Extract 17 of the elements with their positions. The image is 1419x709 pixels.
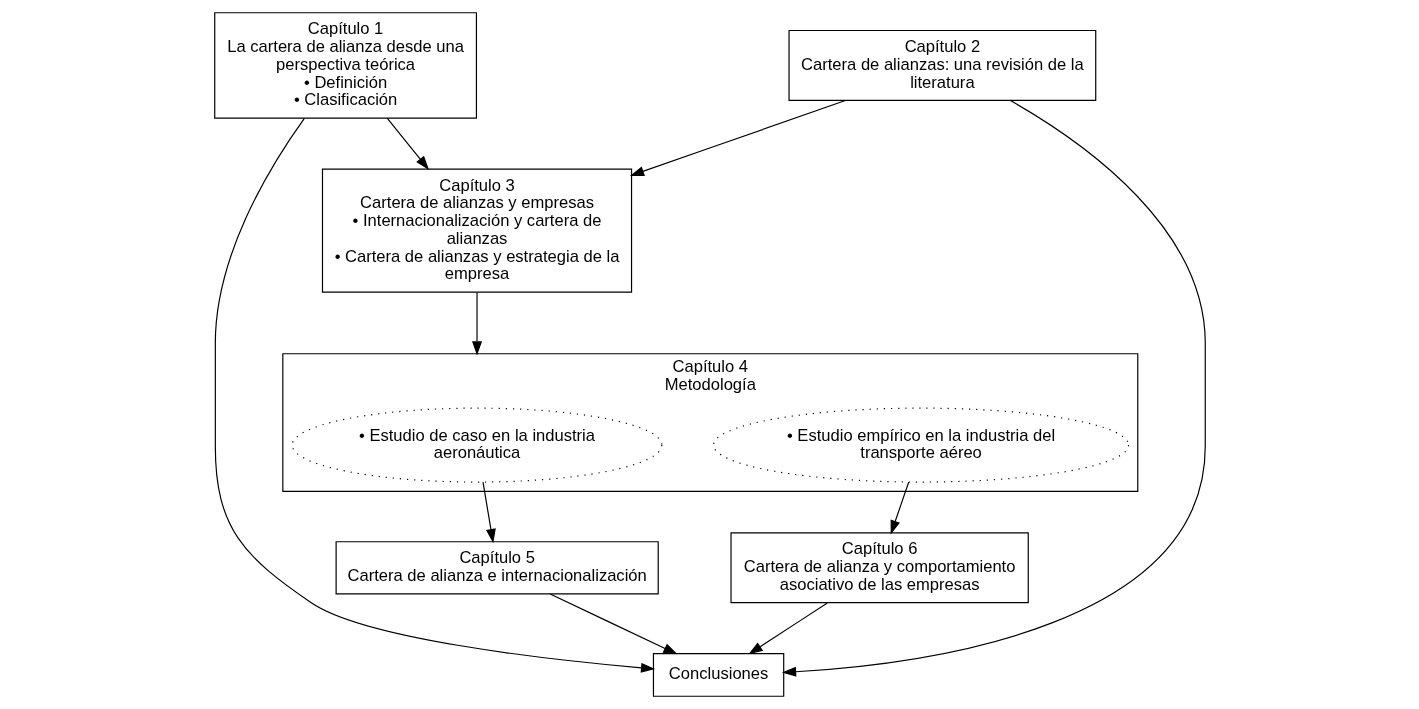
node-ellipse: • Estudio empírico en la industria del transporte aéreo <box>712 407 1129 483</box>
node-ellipse: • Estudio de caso en la industria aeronáutica <box>291 407 662 483</box>
arrow <box>629 99 846 176</box>
arrow <box>471 292 482 356</box>
arrow <box>386 117 429 170</box>
arrow <box>214 117 655 673</box>
arrow <box>781 99 1206 677</box>
node-box: Capítulo 3 Cartera de alianzas y empresas • Internacionalización y cartera de alianzas • Cartera de alianzas y estrategia de la empresa <box>321 168 632 293</box>
node-box: Capítulo 6 Cartera de alianza y comportamiento asociativo de las empresas <box>729 532 1029 604</box>
arrow <box>481 481 496 544</box>
arrow <box>890 481 909 535</box>
node-box: Conclusiones <box>652 653 784 697</box>
node-box: Capítulo 1 La cartera de alianza desde una perspectiva teórica • Definición • Clasificación <box>213 12 477 119</box>
node-box: Capítulo 2 Cartera de alianzas: una revisión de la literatura <box>787 29 1096 101</box>
arrow <box>549 593 678 655</box>
node-box: Capítulo 5 Cartera de alianza e internacionalización <box>335 541 659 595</box>
arrow <box>748 602 828 655</box>
